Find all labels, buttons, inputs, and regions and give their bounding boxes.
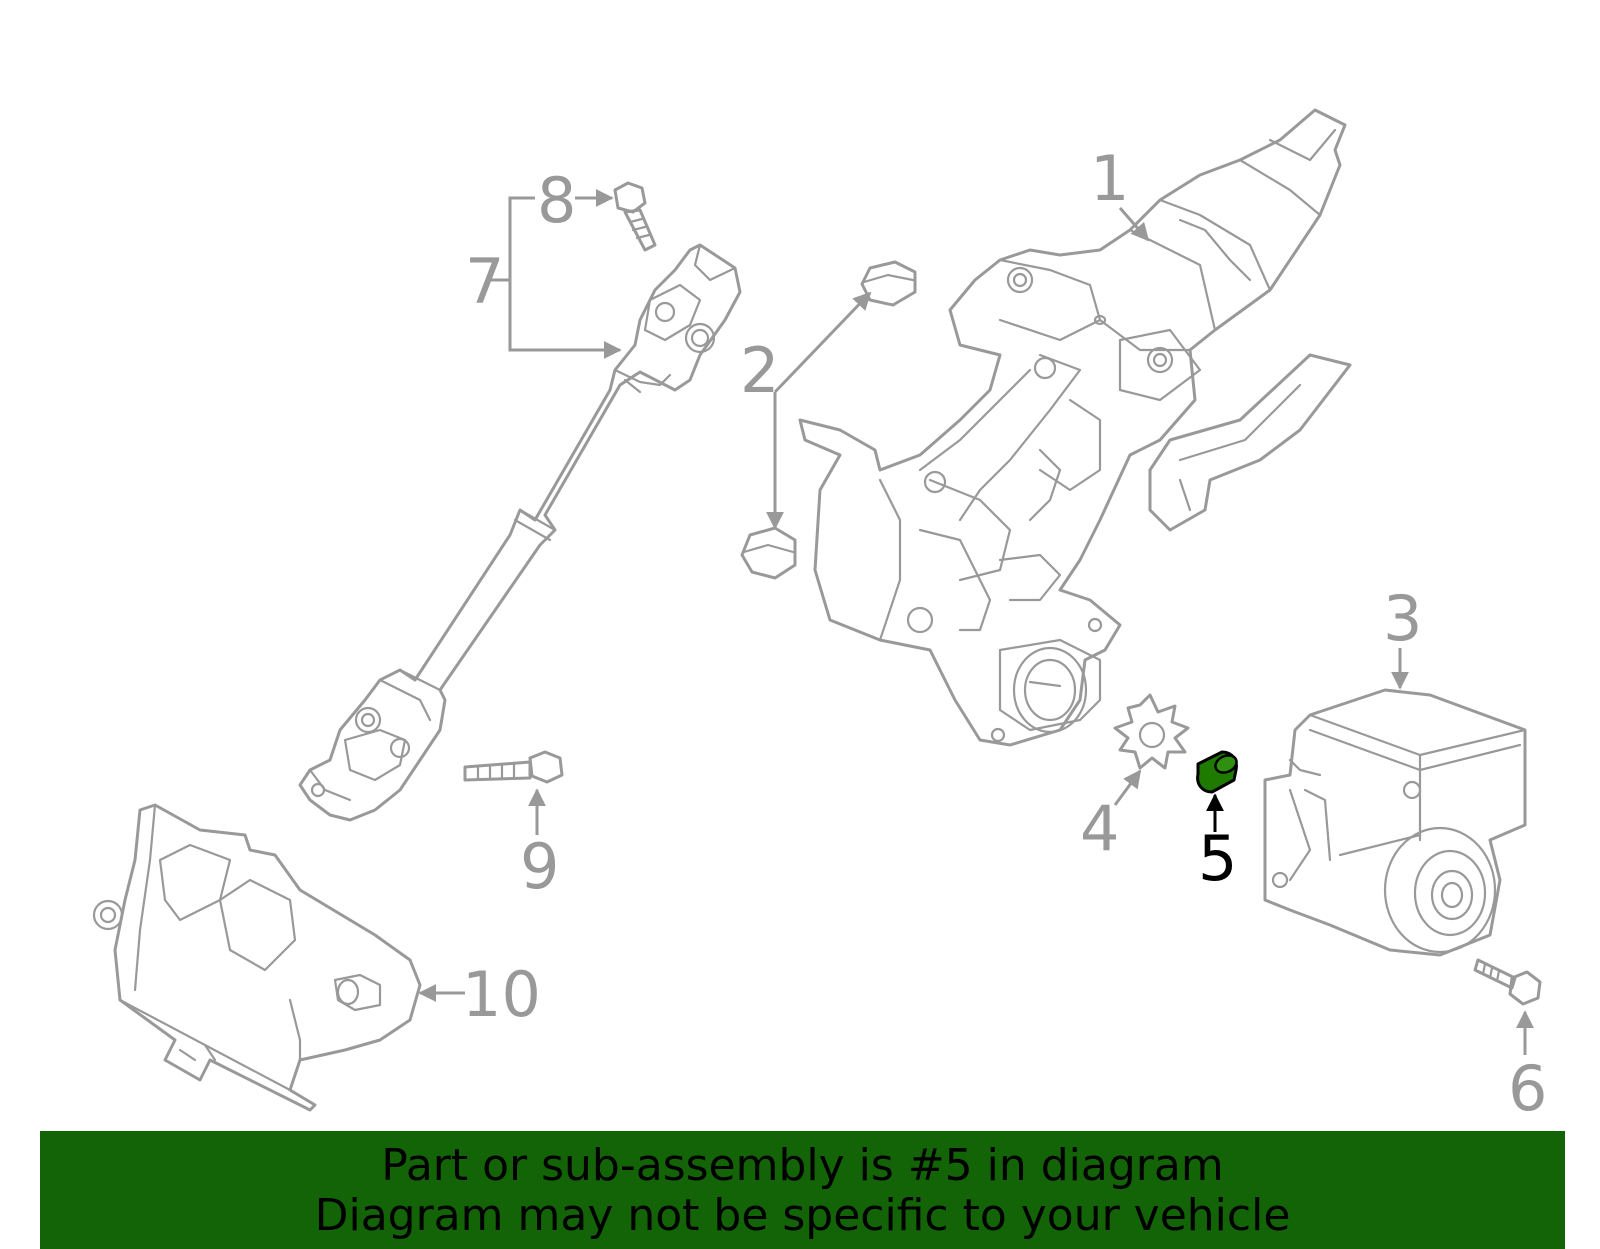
intermediate-shaft-part[interactable] <box>298 243 742 822</box>
callout-1: 1 <box>1090 142 1129 215</box>
callout-9: 9 <box>520 830 559 903</box>
callout-10: 10 <box>462 958 541 1031</box>
nut-lower-part[interactable] <box>740 526 797 580</box>
callout-8: 8 <box>537 164 576 237</box>
coupling-spider-part[interactable] <box>1113 693 1190 770</box>
leader-7-bracket <box>508 196 622 359</box>
banner-line-2: Diagram may not be specific to your vehi… <box>314 1190 1291 1241</box>
nut-upper-part[interactable] <box>860 260 917 307</box>
info-banner: Part or sub-assembly is #5 in diagram Di… <box>40 1131 1565 1249</box>
callout-5: 5 <box>1198 822 1237 895</box>
leader-1 <box>1118 207 1150 242</box>
steering-column-part[interactable] <box>798 108 1352 747</box>
leader-2 <box>773 291 872 394</box>
callout-6: 6 <box>1508 1052 1547 1125</box>
callout-3: 3 <box>1383 582 1422 655</box>
banner-line-1: Part or sub-assembly is #5 in diagram <box>381 1140 1224 1191</box>
callout-7: 7 <box>465 245 504 318</box>
callout-2: 2 <box>740 334 779 407</box>
bolt-6-part[interactable] <box>1473 958 1542 1006</box>
callout-4: 4 <box>1080 792 1119 865</box>
bolt-9-part[interactable] <box>463 750 564 784</box>
eps-motor-module-part[interactable] <box>1263 688 1527 957</box>
highlighted-sleeve-part[interactable] <box>1196 750 1240 794</box>
bolt-8-part[interactable] <box>613 181 657 252</box>
leader-4 <box>1113 769 1142 806</box>
column-cover-part[interactable] <box>92 803 422 1112</box>
